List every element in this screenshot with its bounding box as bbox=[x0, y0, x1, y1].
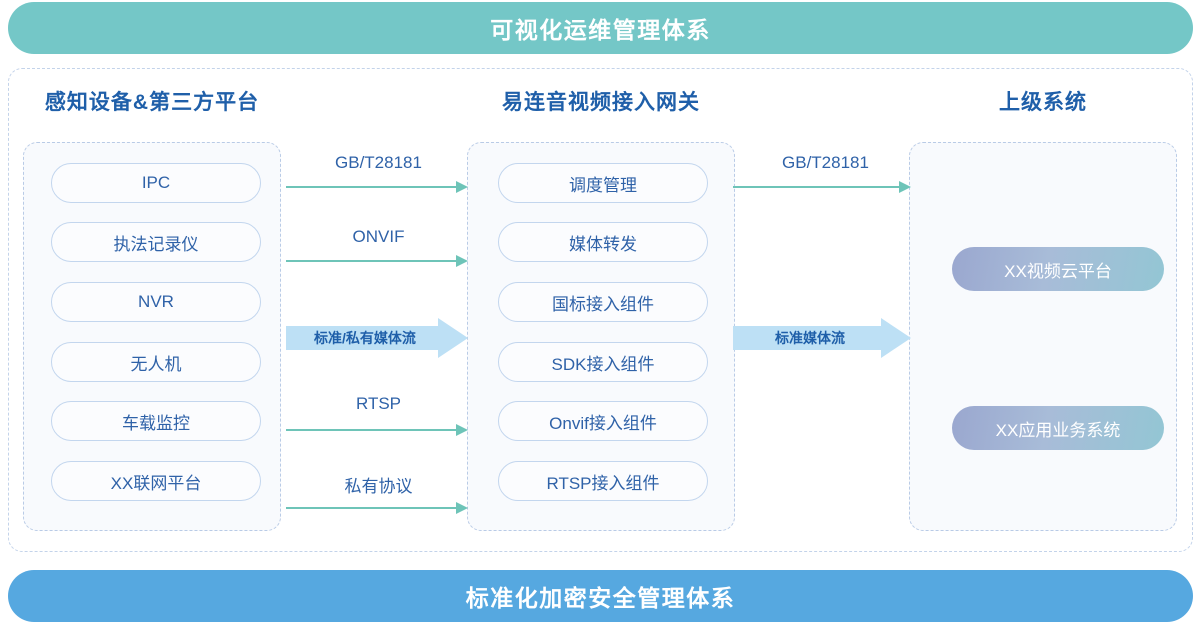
column-sensing-devices: 感知设备&第三方平台 IPC 执法记录仪 NVR 无人机 车载监控 XX联网平台 bbox=[14, 68, 290, 552]
connector-label-rtsp: RTSP bbox=[355, 394, 402, 413]
bottom-banner: 标准化加密安全管理体系 bbox=[8, 570, 1193, 622]
column-title-middle: 易连音视频接入网关 bbox=[502, 91, 700, 114]
connector-arrow-onvif bbox=[286, 255, 468, 267]
connector-label-onvif: ONVIF bbox=[352, 227, 405, 246]
gateway-pill-rtsp[interactable]: RTSP接入组件 bbox=[498, 461, 708, 501]
top-banner: 可视化运维管理体系 bbox=[8, 2, 1193, 54]
gateway-pill-dispatch[interactable]: 调度管理 bbox=[498, 163, 708, 203]
device-pill-drone[interactable]: 无人机 bbox=[51, 342, 261, 382]
device-pill-nvr[interactable]: NVR bbox=[51, 282, 261, 322]
arrow-head-icon bbox=[881, 318, 911, 358]
panel-left: IPC 执法记录仪 NVR 无人机 车载监控 XX联网平台 bbox=[23, 142, 281, 531]
arrow-shaft bbox=[733, 186, 900, 188]
arrow-shaft bbox=[286, 260, 457, 262]
connector-label-standard-media: 标准媒体流 bbox=[775, 330, 845, 346]
device-pill-platform[interactable]: XX联网平台 bbox=[51, 461, 261, 501]
column-title-right: 上级系统 bbox=[999, 91, 1087, 114]
connector-arrow-rtsp bbox=[286, 424, 468, 436]
arrow-shaft bbox=[286, 186, 457, 188]
panel-middle: 调度管理 媒体转发 国标接入组件 SDK接入组件 Onvif接入组件 RTSP接… bbox=[467, 142, 735, 531]
connector-arrow-private-protocol bbox=[286, 502, 468, 514]
gateway-pill-gb[interactable]: 国标接入组件 bbox=[498, 282, 708, 322]
arrow-head-icon bbox=[438, 318, 468, 358]
arrow-head-icon bbox=[456, 181, 468, 193]
connector-label-standard-private-media: 标准/私有媒体流 bbox=[314, 330, 416, 346]
device-pill-ipc[interactable]: IPC bbox=[51, 163, 261, 203]
connector-block-standard-media: 标准媒体流 bbox=[733, 318, 911, 358]
device-pill-recorder[interactable]: 执法记录仪 bbox=[51, 222, 261, 262]
gateway-pill-forward[interactable]: 媒体转发 bbox=[498, 222, 708, 262]
connector-arrow-gbt28181-left bbox=[286, 181, 468, 193]
top-banner-label: 可视化运维管理体系 bbox=[490, 17, 711, 43]
device-pill-vehicle[interactable]: 车载监控 bbox=[51, 401, 261, 441]
upper-box-video-cloud[interactable]: XX视频云平台 bbox=[952, 247, 1164, 291]
arrow-head-icon bbox=[899, 181, 911, 193]
connector-block-standard-private-media: 标准/私有媒体流 bbox=[286, 318, 468, 358]
arrow-head-icon bbox=[456, 424, 468, 436]
arrow-body bbox=[733, 326, 881, 350]
arrow-body bbox=[286, 326, 438, 350]
column-gateway: 易连音视频接入网关 调度管理 媒体转发 国标接入组件 SDK接入组件 Onvif… bbox=[458, 68, 744, 552]
column-title-left: 感知设备&第三方平台 bbox=[44, 91, 260, 114]
connector-arrow-gbt28181-right bbox=[733, 181, 911, 193]
arrow-shaft bbox=[286, 429, 457, 431]
connector-label-gbt28181-right: GB/T28181 bbox=[782, 153, 869, 172]
arrow-head-icon bbox=[456, 502, 468, 514]
connector-label-gbt28181-left: GB/T28181 bbox=[335, 153, 422, 172]
column-upper-system: 上级系统 XX视频云平台 XX应用业务系统 bbox=[900, 68, 1186, 552]
upper-box-business-sys[interactable]: XX应用业务系统 bbox=[952, 406, 1164, 450]
connector-label-private-protocol: 私有协议 bbox=[344, 477, 413, 496]
arrow-head-icon bbox=[456, 255, 468, 267]
gateway-pill-sdk[interactable]: SDK接入组件 bbox=[498, 342, 708, 382]
arrow-shaft bbox=[286, 507, 457, 509]
bottom-banner-label: 标准化加密安全管理体系 bbox=[465, 585, 736, 611]
panel-right: XX视频云平台 XX应用业务系统 bbox=[909, 142, 1177, 531]
gateway-pill-onvif[interactable]: Onvif接入组件 bbox=[498, 401, 708, 441]
